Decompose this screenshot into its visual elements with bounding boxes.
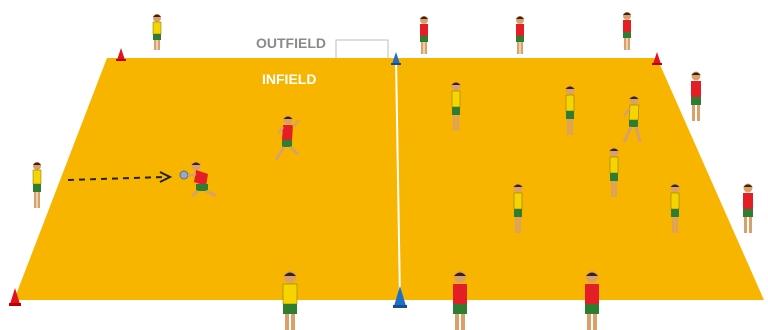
player-yellow — [153, 14, 161, 50]
player-red — [420, 16, 428, 54]
player-red — [585, 271, 599, 330]
player-red — [623, 12, 631, 50]
outfield-marker-box — [336, 40, 388, 58]
player-red — [691, 72, 701, 122]
player-red — [453, 271, 467, 330]
ball-icon — [180, 171, 188, 179]
player-red — [516, 16, 524, 54]
outfield-label: OUTFIELD — [256, 35, 326, 51]
player-yellow — [283, 271, 297, 330]
cone-icon — [116, 48, 126, 61]
player-yellow — [33, 162, 41, 208]
infield-label: INFIELD — [262, 71, 316, 87]
player-red — [743, 184, 753, 234]
